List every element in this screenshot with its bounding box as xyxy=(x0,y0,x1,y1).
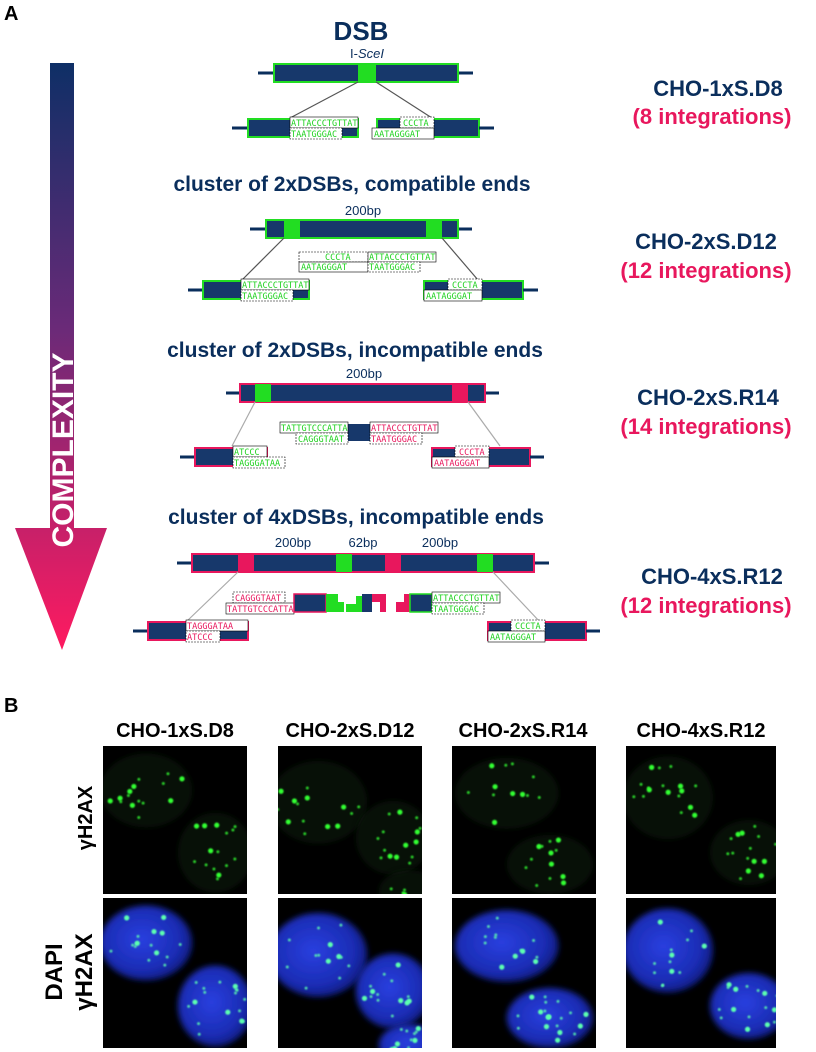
row-4-seq-mid-right-bottom: TAATGGGAC xyxy=(433,605,479,615)
row-label-dapi-gh2ax: γH2AX xyxy=(71,933,98,1010)
row-4-spacer-1: 200bp xyxy=(275,535,311,550)
row-3-diagram: cluster of 2xDSBs, incompatible ends 200… xyxy=(167,339,544,469)
row-label-gh2ax: γH2AX xyxy=(75,785,97,850)
row-2-title: cluster of 2xDSBs, compatible ends xyxy=(173,173,530,196)
microscopy-tile xyxy=(278,898,422,1048)
row-2-seq-left-top: ATTACCCTGTTAT xyxy=(242,281,309,291)
row-3-seq-left-bottom: TAGGGATAA xyxy=(234,459,280,469)
row-2-seq-right-top: CCCTA xyxy=(452,281,478,291)
row-1-title: DSB xyxy=(334,16,389,46)
col-header-3: CHO-2xS.R14 xyxy=(459,720,589,742)
panel-a-letter: A xyxy=(4,3,18,25)
complexity-label: COMPLEXITY xyxy=(47,352,80,547)
row-3-locus-bar xyxy=(239,383,486,403)
row-2-seq-mid-right-bottom: TAATGGGAC xyxy=(369,263,415,273)
row-4-spacer-3: 200bp xyxy=(422,535,458,550)
row-2-seq-mid-right-top: ATTACCCTGTTAT xyxy=(369,253,436,263)
microscopy-grid xyxy=(103,746,776,1048)
row-4-seq-mid-left-bottom: TATTGTCCCATTA xyxy=(227,605,294,615)
row-4-seq-mid-left-top: CAGGGTAAT xyxy=(235,594,281,604)
row-2-seq-mid-left-top: CCCTA xyxy=(325,253,351,263)
row-label-dapi: DAPI xyxy=(41,943,68,1000)
col-header-1: CHO-1xS.D8 xyxy=(116,720,234,742)
col-header-4: CHO-4xS.R12 xyxy=(637,720,766,742)
microscopy-tile xyxy=(452,898,596,1048)
row-4-title: cluster of 4xDSBs, incompatible ends xyxy=(168,506,544,529)
row-4-seq-left-top: TAGGGATAA xyxy=(187,622,233,632)
microscopy-tile xyxy=(626,746,776,894)
microscopy-tile xyxy=(103,746,247,894)
row-4-locus-bar xyxy=(191,553,535,573)
microscopy-tile xyxy=(452,746,596,894)
row-2-seq-mid-left-bottom: AATAGGGAT xyxy=(301,263,347,273)
microscopy-tile xyxy=(626,898,776,1048)
row-2-seq-left-bottom: TAATGGGAC xyxy=(242,292,288,302)
row-1-seq-left-bottom: TAATGGGAC xyxy=(291,130,337,140)
panel-b-letter: B xyxy=(4,695,18,717)
row-4-diagram: cluster of 4xDSBs, incompatible ends 200… xyxy=(133,506,600,643)
row-3-seq-mid-left-top: TATTGTCCCATTA xyxy=(281,424,348,434)
microscopy-tile xyxy=(103,898,247,1048)
row-1-integrations: (8 integrations) xyxy=(633,104,792,129)
row-4-integrations: (12 integrations) xyxy=(620,593,791,618)
complexity-arrow: COMPLEXITY xyxy=(15,63,107,650)
row-2-diagram: cluster of 2xDSBs, compatible ends 200bp… xyxy=(173,173,538,302)
row-3-seq-right-bottom: AATAGGGAT xyxy=(434,459,480,469)
row-4-seq-left-bottom: ATCCC xyxy=(187,633,213,643)
row-2-cell-line: CHO-2xS.D12 xyxy=(635,229,777,254)
row-4-cell-line: CHO-4xS.R12 xyxy=(641,564,783,589)
row-3-seq-right-top: CCCTA xyxy=(459,448,485,458)
row-1-seq-left-top: ATTACCCTGTTAT xyxy=(291,119,358,129)
row-3-spacer: 200bp xyxy=(346,366,382,381)
row-1-seq-right-top: CCCTA xyxy=(403,119,429,129)
row-4-seq-mid-right-top: ATTACCCTGTTAT xyxy=(433,594,500,604)
row-3-title: cluster of 2xDSBs, incompatible ends xyxy=(167,339,543,362)
row-3-seq-mid-right-top: ATTACCCTGTTAT xyxy=(371,424,438,434)
row-2-seq-right-bottom: AATAGGGAT xyxy=(426,292,472,302)
row-2-integrations: (12 integrations) xyxy=(620,258,791,283)
row-1-diagram: DSB I-SceI ATTACCCTGTTAT TAATGGGAC CCCTA… xyxy=(232,16,494,140)
row-3-seq-left-top: ATCCC xyxy=(234,448,260,458)
row-3-integrations: (14 integrations) xyxy=(620,414,791,439)
row-4-spacer-2: 62bp xyxy=(349,535,378,550)
row-3-cell-line: CHO-2xS.R14 xyxy=(637,385,780,410)
col-header-2: CHO-2xS.D12 xyxy=(286,720,415,742)
row-1-subtitle: I-SceI xyxy=(350,46,384,61)
microscopy-tile xyxy=(278,746,422,894)
row-3-seq-mid-right-bottom: TAATGGGAC xyxy=(371,435,417,445)
row-2-locus-bar xyxy=(265,219,459,239)
row-1-isce-site xyxy=(358,64,376,82)
row-4-seq-right-bottom: AATAGGGAT xyxy=(490,633,536,643)
row-2-spacer: 200bp xyxy=(345,203,381,218)
row-1-cell-line: CHO-1xS.D8 xyxy=(653,76,783,101)
row-1-seq-right-bottom: AATAGGGAT xyxy=(374,130,420,140)
row-3-seq-mid-left-bottom: CAGGGTAAT xyxy=(298,435,344,445)
row-4-seq-right-top: CCCTA xyxy=(515,622,541,632)
